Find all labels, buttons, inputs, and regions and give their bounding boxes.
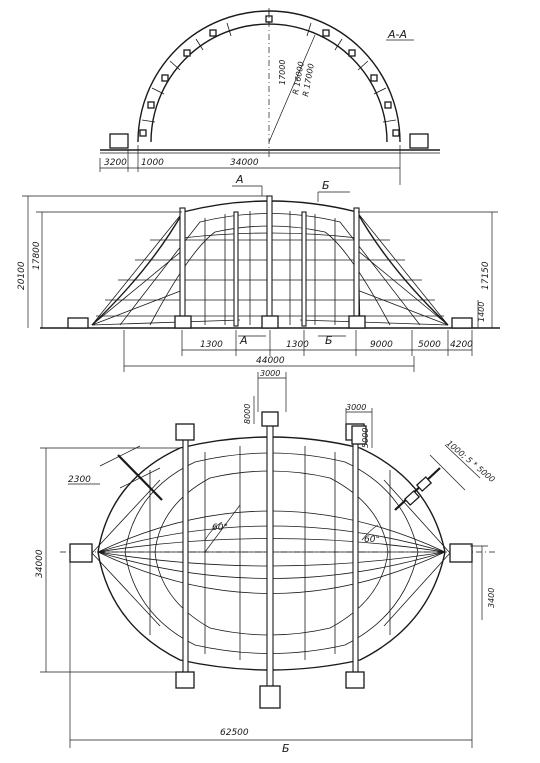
dim-3200: 3200 <box>104 158 127 168</box>
dim-9000: 9000 <box>370 340 393 350</box>
plan-view: 2300 1000; 5 * 5000 60° 60° 3000 8000 30… <box>35 369 497 755</box>
mark-b-top: Б <box>322 179 330 192</box>
dim-5000: 5000 <box>418 340 441 350</box>
dim-5000-block: 5000 <box>361 428 370 448</box>
height-17800: 17800 <box>32 241 42 270</box>
dim-3000-right: 3000 <box>346 403 366 412</box>
angle-right: 60° <box>364 535 380 545</box>
dim-34000: 34000 <box>230 158 259 168</box>
mark-a-top: А <box>235 173 244 186</box>
dim-8000: 8000 <box>243 404 252 424</box>
height-1400: 1400 <box>477 302 486 322</box>
dim-1000: 1000 <box>141 158 164 168</box>
section-title: А-А <box>387 28 407 41</box>
length-44000: 44000 <box>256 356 285 366</box>
dim-1300-right: 1300 <box>286 340 309 350</box>
dim-3000-top: 3000 <box>260 369 280 378</box>
dim-3400: 3400 <box>487 588 496 608</box>
height-20100: 20100 <box>17 261 27 290</box>
angle-left: 60° <box>212 523 228 533</box>
mark-a-bottom: А <box>239 334 248 347</box>
elevation-view: А Б 20100 17800 17150 1400 1300 1300 <box>17 173 500 372</box>
dim-4200: 4200 <box>450 340 473 350</box>
mark-b-plan: Б <box>282 742 290 755</box>
length-62500: 62500 <box>220 728 249 738</box>
height-17150: 17150 <box>481 261 491 290</box>
dim-2300: 2300 <box>68 475 91 485</box>
height-17000: 17000 <box>278 60 287 85</box>
section-a-a: 3200 1000 34000 А-А 17000 R 16000 R 1700… <box>99 8 440 185</box>
dim-34000-plan: 34000 <box>35 549 45 578</box>
mark-b-bottom: Б <box>325 334 333 347</box>
dim-1300-left: 1300 <box>200 340 223 350</box>
